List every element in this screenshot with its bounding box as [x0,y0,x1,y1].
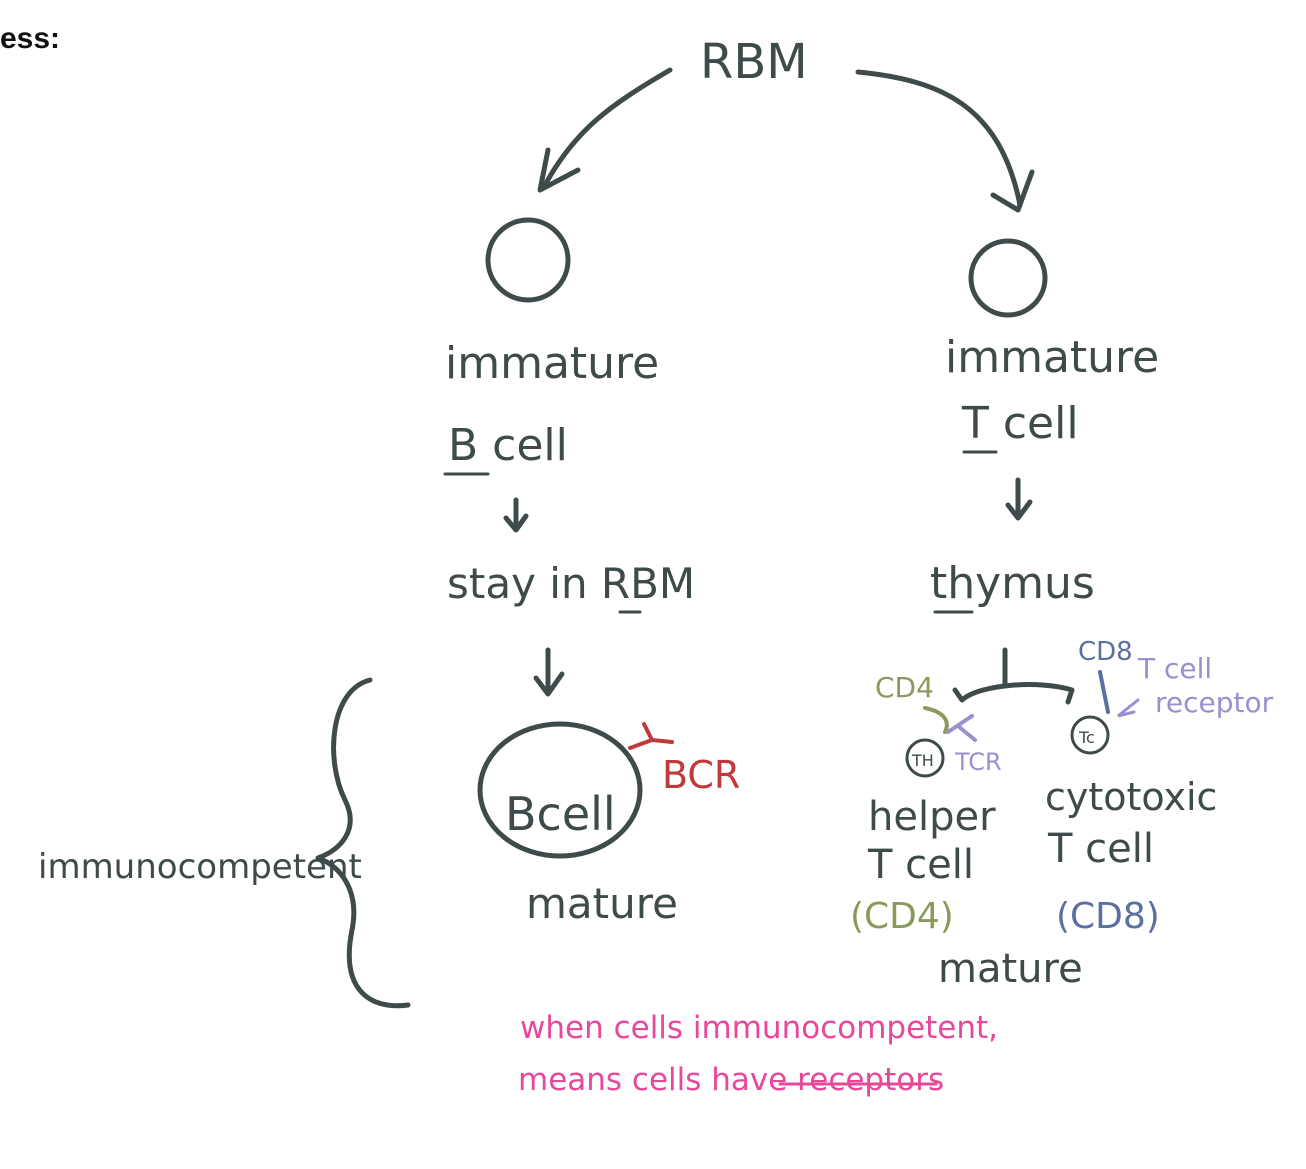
tcell-receptor-label-1: T cell [1137,652,1212,685]
mature-b-cell-label: Bcell [505,787,616,841]
tcr-label: TCR [954,748,1002,776]
b-mature-label: mature [526,879,678,928]
helper-marker-label: (CD4) [850,896,954,937]
cytotoxic-label-2: T cell [1047,826,1154,872]
cd8-pointer [1098,670,1110,714]
thymus-label: thymus [930,558,1095,609]
arrowhead-b [537,147,581,193]
arrow-b-mature [533,647,565,697]
section-header: ess: [0,22,61,55]
cytotoxic-marker-label: (CD8) [1056,896,1160,937]
tc-label: Tc [1078,728,1095,747]
arrow-b-step [503,497,529,533]
cytotoxic-label-1: cytotoxic [1045,775,1217,819]
thymus-split [952,647,1075,705]
root-label: RBM [700,34,808,90]
immature-t-cell-circle [968,238,1048,318]
arrowhead-t [990,169,1035,213]
b-step-label: stay in RBM [447,559,695,608]
t-cell-label: T cell [961,398,1079,449]
th-label: TH [911,751,934,770]
mature-b-cell-circle [477,721,643,859]
t-immature-label: immature [945,332,1159,383]
bcr-receptor-icon [628,722,674,750]
helper-label-1: helper [868,794,996,840]
immunocompetent-brace [315,677,411,1009]
immature-b-cell-circle [485,217,571,303]
cd8-label: CD8 [1078,637,1133,667]
cd4-label: CD4 [875,671,934,704]
arrow-t-step [1005,477,1033,521]
cd4-pointer [923,706,949,734]
b-cell-label: B cell [448,420,568,471]
b-immature-label: immature [445,338,659,389]
immunocompetent-label: immunocompetent [38,847,362,887]
cytotoxic-t-cell-icon [1070,715,1110,755]
note-line-2: means cells have receptors [518,1062,944,1098]
helper-t-cell-icon [905,738,945,778]
bcr-label: BCR [662,753,740,797]
note-line-1: when cells immunocompetent, [520,1010,998,1046]
helper-label-2: T cell [867,842,974,888]
arrow-to-b-branch [542,67,673,188]
tcell-receptor-pointer [1117,698,1140,718]
t-mature-label: mature [938,946,1083,992]
arrow-to-t-branch [855,69,1023,208]
tcr-receptor-icon [946,714,977,742]
tcell-receptor-label-2: receptor [1155,686,1274,719]
